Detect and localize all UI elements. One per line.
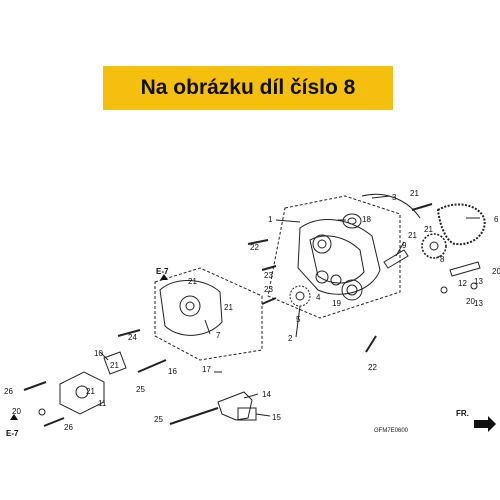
drive-chain — [436, 203, 486, 246]
pump-body — [159, 279, 223, 336]
callout-4: 4 — [316, 293, 321, 302]
cover-case — [297, 219, 381, 295]
oil-seal — [342, 213, 362, 229]
callout-25: 25 — [154, 415, 163, 424]
callout-5: 5 — [296, 315, 301, 324]
callout-21: 21 — [110, 361, 119, 370]
stay-plate — [217, 391, 253, 421]
sprocket — [421, 233, 447, 259]
callout-20: 20 — [466, 297, 475, 306]
callout-22: 22 — [250, 243, 259, 252]
callout-22: 22 — [368, 363, 377, 372]
callout-7: 7 — [216, 331, 221, 340]
e7-arrow-upper-icon — [160, 274, 168, 280]
callout-21: 21 — [410, 189, 419, 198]
ref-e7-lower: E-7 — [6, 429, 19, 438]
bearing — [315, 270, 329, 284]
callout-21: 21 — [224, 303, 233, 312]
callout-16: 16 — [168, 367, 177, 376]
callout-21: 21 — [188, 277, 197, 286]
plug — [103, 351, 127, 375]
assembly-frame-upper — [267, 195, 401, 319]
callout-10: 10 — [94, 349, 103, 358]
callout-13: 13 — [474, 277, 483, 286]
mounting-bracket — [59, 371, 105, 415]
assembly-frame-lower — [154, 267, 263, 361]
direction-label: FR. — [456, 409, 469, 418]
chain-guide — [361, 193, 421, 219]
drive-shaft — [449, 261, 481, 277]
callout-15: 15 — [272, 413, 281, 422]
ref-e7-upper: E-7 — [156, 267, 169, 276]
callout-20: 20 — [12, 407, 21, 416]
banner-text: Na obrázku díl číslo 8 — [140, 76, 356, 99]
callout-21: 21 — [408, 231, 417, 240]
pump-shaft — [383, 249, 409, 269]
callout-26: 26 — [4, 387, 13, 396]
callout-21: 21 — [424, 225, 433, 234]
e7-arrow-lower-icon — [10, 414, 18, 420]
callout-9: 9 — [402, 241, 407, 250]
callout-17: 17 — [202, 365, 211, 374]
callout-18: 18 — [362, 215, 371, 224]
callout-14: 14 — [262, 390, 271, 399]
part-number-banner: Na obrázku díl číslo 8 — [103, 66, 393, 110]
callout-25: 25 — [136, 385, 145, 394]
callout-19: 19 — [332, 299, 341, 308]
callout-8: 8 — [440, 255, 445, 264]
callout-26: 26 — [64, 423, 73, 432]
callout-3: 3 — [392, 193, 397, 202]
callout-2: 2 — [288, 334, 293, 343]
callout-12: 12 — [458, 279, 467, 288]
callout-24: 24 — [128, 333, 137, 342]
callout-13: 13 — [474, 299, 483, 308]
front-arrow-icon — [474, 416, 496, 432]
callout-20: 20 — [492, 267, 500, 276]
callout-11: 11 — [98, 399, 107, 408]
callout-1: 1 — [268, 215, 273, 224]
pump-gear — [289, 285, 311, 307]
callout-23: 23 — [264, 271, 273, 280]
callout-6: 6 — [494, 215, 499, 224]
callout-23: 23 — [264, 285, 273, 294]
drawing-code: GFM7E0600 — [374, 428, 409, 434]
callout-21: 21 — [86, 387, 95, 396]
